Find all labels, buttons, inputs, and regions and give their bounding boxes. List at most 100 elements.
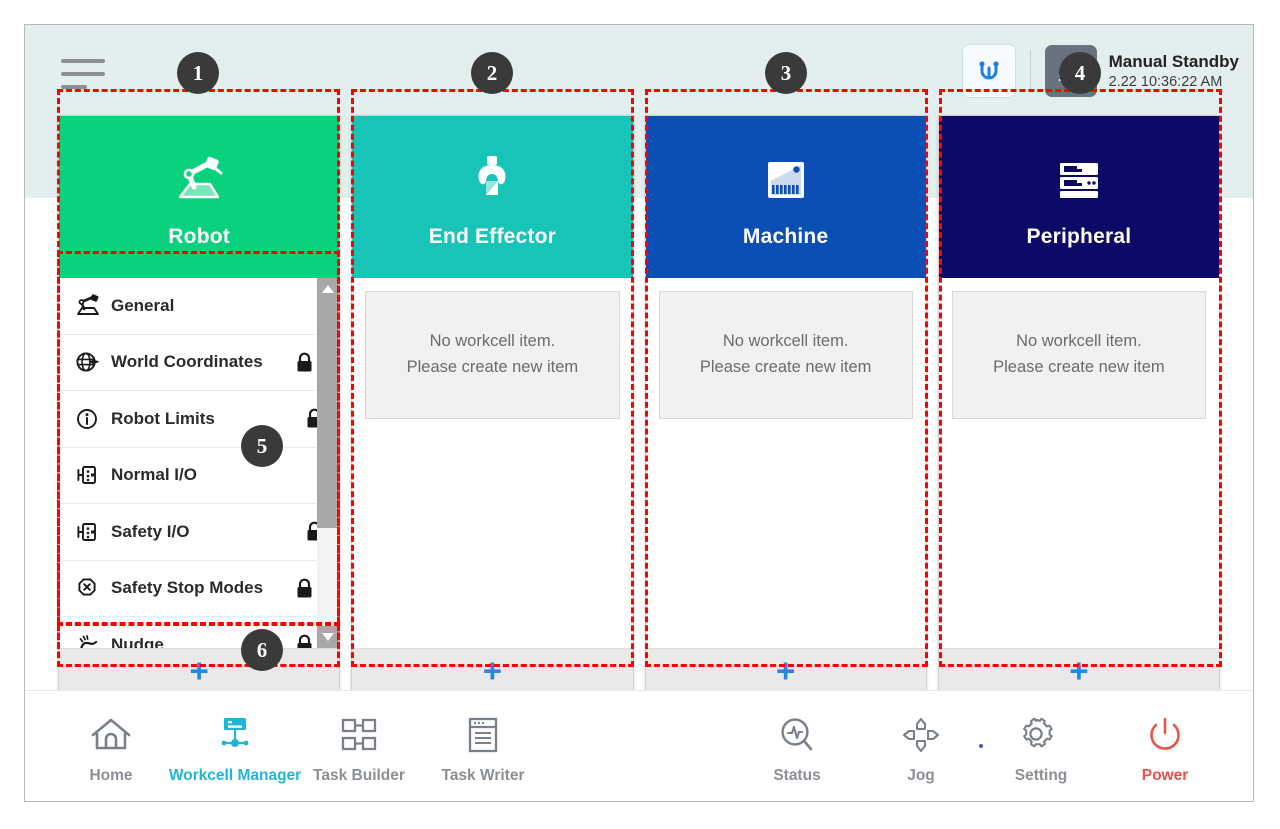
scroll-down-icon[interactable] [317,626,340,648]
server-rack-icon [1052,145,1106,205]
column-title-end-effector: End Effector [428,225,556,248]
list-item-label: Safety I/O [111,521,190,541]
nav-left-group: Home Workcell Manager [49,707,545,785]
nav-label: Power [1141,767,1189,784]
nav-item-task-writer[interactable]: Task Writer [421,707,545,785]
add-robot-item-button[interactable]: + [59,648,340,692]
nav-right-group: Status Jog [735,707,1227,785]
status-magnifier-icon [775,707,819,763]
add-peripheral-item-button[interactable]: + [938,648,1219,692]
lock-icon [293,634,315,648]
status-label: Manual Standby [1108,52,1239,72]
nav-label: Task Writer [441,767,525,784]
task-builder-icon [336,707,382,763]
io-port-icon [71,463,105,487]
empty-line-1: No workcell item. [429,332,556,351]
nav-label: Task Builder [313,767,405,784]
column-body-peripheral: No workcell item. Please create new item [938,278,1219,648]
world-globe-icon [71,350,105,374]
nav-item-task-builder[interactable]: Task Builder [297,707,421,785]
plus-icon: + [482,652,503,689]
lock-icon [293,578,315,599]
list-item-nudge[interactable]: Nudge [59,617,339,648]
empty-line-2: Please create new item [699,358,872,376]
annotation-badge-3: 3 [765,52,807,94]
empty-state-peripheral: No workcell item. Please create new item [951,291,1206,419]
column-header-end-effector[interactable]: End Effector [352,116,633,278]
machine-panel-icon [761,145,811,205]
empty-line-1: No workcell item. [1016,332,1142,351]
cobot-reset-icon[interactable] [961,44,1016,98]
list-item-general[interactable]: General [59,278,340,335]
column-body-end-effector: No workcell item. Please create new item [352,278,633,648]
list-item-safety-io[interactable]: Safety I/O [59,504,340,561]
robot-list-scrollbar[interactable] [317,278,340,648]
scroll-up-icon[interactable] [317,278,340,300]
add-end-effector-item-button[interactable]: + [352,648,633,692]
robot-arm-icon [71,294,105,318]
annotation-badge-4: 4 [1059,52,1101,94]
list-item-label: Nudge [111,634,164,648]
list-item-world-coordinates[interactable]: World Coordinates [59,335,340,391]
workcell-column-peripheral: Peripheral No workcell item. Please crea… [937,115,1220,693]
power-icon [1143,707,1187,763]
empty-state-end-effector: No workcell item. Please create new item [365,291,620,419]
list-item-robot-limits[interactable]: Robot Limits [59,391,340,448]
gear-icon [1019,707,1063,763]
list-item-label: Safety Stop Modes [111,578,264,598]
status-text-group: Manual Standby 2.22 10:36:22 AM [1109,51,1239,90]
nav-item-jog[interactable]: Jog [859,707,983,785]
list-item-label: World Coordinates [111,352,263,372]
nav-item-workcell-manager[interactable]: Workcell Manager [169,707,301,785]
plus-icon: + [189,652,209,689]
nudge-hand-icon [71,633,105,648]
task-writer-icon [462,707,504,763]
column-header-machine[interactable]: Machine [645,116,926,278]
nav-label: Status [773,767,821,784]
status-datetime: 2.22 10:36:22 AM [1108,73,1223,90]
list-item-label: Normal I/O [111,465,197,485]
workcell-node-icon [212,707,258,763]
list-item-label: Robot Limits [111,408,215,428]
jog-dpad-icon [899,707,943,763]
lock-icon [293,352,315,373]
app-window: Manual Standby 2.22 10:36:22 AM [24,24,1254,802]
plus-icon: + [1069,652,1089,689]
nav-label: Workcell Manager [168,767,302,784]
workcell-column-machine: Machine No workcell item. Please create … [644,115,927,693]
workcell-column-robot: Robot Genera [58,115,341,693]
list-item-safety-stop-modes[interactable]: Safety Stop Modes [59,561,340,617]
annotation-badge-6: 6 [241,629,283,671]
limits-circle-icon [71,407,105,431]
column-body-robot: General World Coordinates [59,278,340,648]
bottom-navigation-bar: Home Workcell Manager [25,690,1253,801]
column-title-peripheral: Peripheral [1026,225,1132,248]
nav-label: Jog [907,767,935,784]
robot-arm-icon [170,145,228,205]
plus-icon: + [775,652,796,689]
annotation-badge-2: 2 [471,52,513,94]
workcell-column-end-effector: End Effector No workcell item. Please cr… [351,115,634,693]
column-header-robot[interactable]: Robot [59,116,340,278]
list-item-normal-io[interactable]: Normal I/O [59,448,340,504]
annotation-badge-5: 5 [241,425,283,467]
nav-label: Setting [1014,767,1068,784]
nav-item-setting[interactable]: Setting [979,707,1103,785]
header-divider [1029,50,1031,92]
column-title-robot: Robot [168,225,230,248]
empty-line-2: Please create new item [406,358,579,376]
nav-item-power[interactable]: Power [1103,707,1227,785]
home-icon [89,707,133,763]
column-header-peripheral[interactable]: Peripheral [938,116,1219,278]
nav-item-home[interactable]: Home [49,707,173,785]
robot-settings-list: General World Coordinates [59,278,340,648]
add-machine-item-button[interactable]: + [645,648,926,692]
column-title-machine: Machine [742,225,829,248]
empty-line-2: Please create new item [993,358,1165,376]
gripper-icon [467,145,517,205]
nav-item-status[interactable]: Status [735,707,859,785]
hamburger-icon[interactable] [61,59,105,91]
workcell-columns: Robot Genera [25,115,1253,693]
scrollbar-thumb[interactable] [317,300,340,528]
nav-separator-dot [979,744,983,748]
